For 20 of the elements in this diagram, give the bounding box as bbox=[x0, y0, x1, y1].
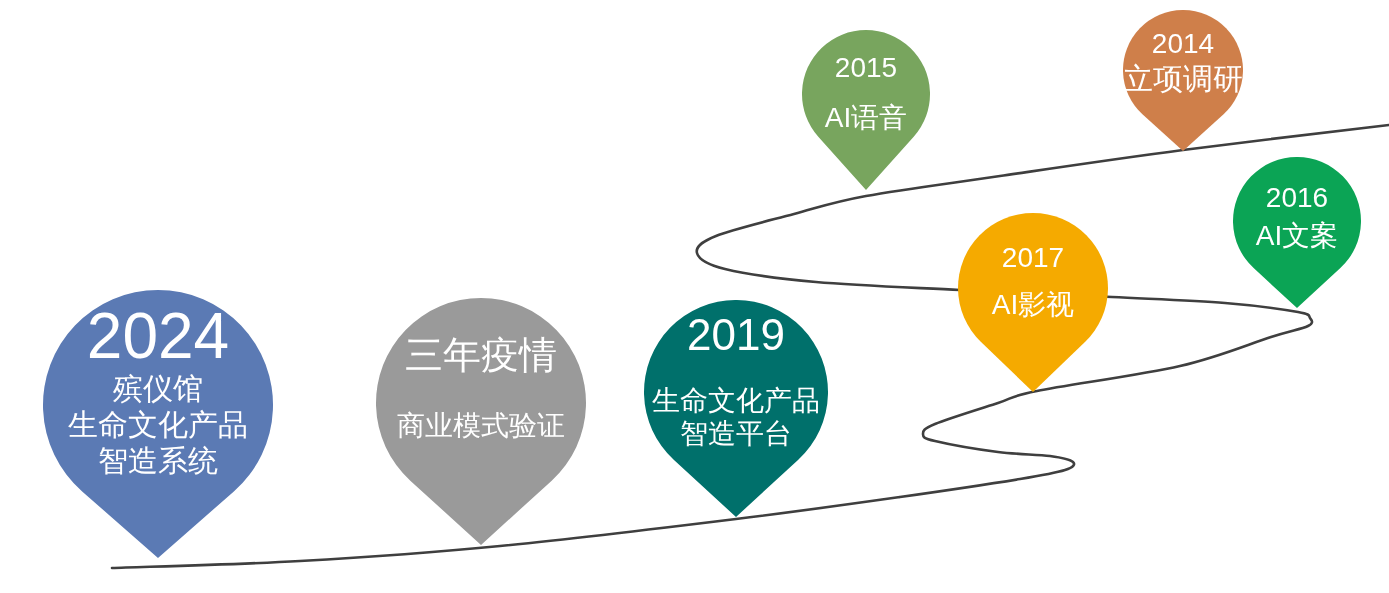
pin-text: 生命文化产品智造平台 bbox=[651, 383, 821, 451]
map-pin-marker bbox=[802, 30, 930, 190]
pin-heading: 三年疫情 bbox=[405, 333, 557, 378]
pin-text: AI文案 bbox=[1255, 218, 1339, 253]
pin-heading: 2016 bbox=[1265, 181, 1329, 215]
pin-text: AI影视 bbox=[991, 287, 1075, 322]
map-pin-marker bbox=[376, 298, 586, 545]
pin-heading: 2015 bbox=[834, 51, 898, 85]
pin-text: 商业模式验证 bbox=[397, 408, 565, 443]
map-pin-marker bbox=[43, 290, 273, 558]
map-pin-marker bbox=[958, 213, 1108, 392]
pin-heading: 2014 bbox=[1151, 27, 1215, 61]
pin-heading: 2019 bbox=[687, 309, 785, 361]
map-pin-marker bbox=[1233, 157, 1361, 308]
pin-heading: 2017 bbox=[1001, 241, 1065, 275]
map-pin-marker bbox=[1123, 10, 1243, 151]
map-pin-marker bbox=[644, 300, 828, 517]
pin-text: 立项调研 bbox=[1123, 60, 1243, 97]
pin-text: 生命文化产品智造系统 bbox=[67, 406, 249, 479]
pin-text: AI语音 bbox=[824, 100, 908, 135]
